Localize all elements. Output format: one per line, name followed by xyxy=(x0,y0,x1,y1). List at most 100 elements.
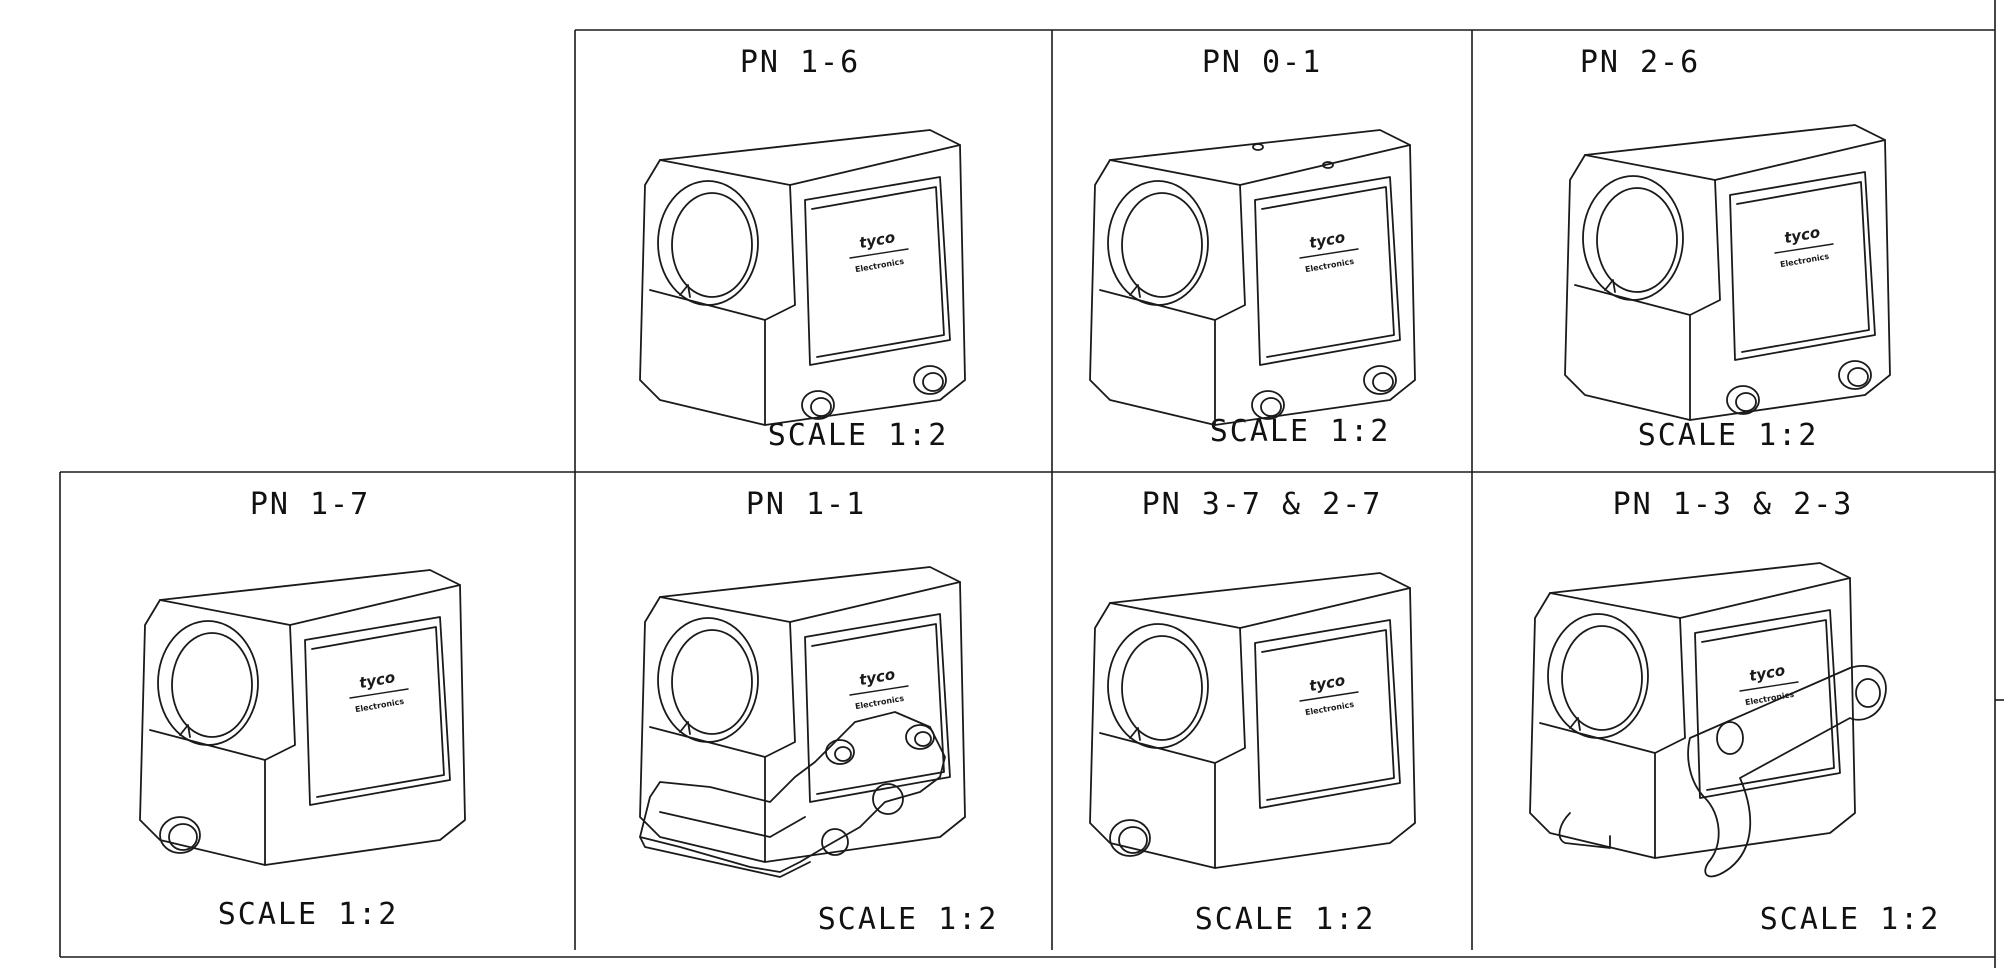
view-label-pn-1-3-2-3: PN 1-3 & 2-3 xyxy=(1612,487,1854,522)
view-label-pn-2-6: PN 2-6 xyxy=(1579,45,1701,80)
housing-front-edge xyxy=(1654,617,1686,859)
cable-entry-mark xyxy=(679,721,691,735)
brand-logo-subtext: Electronics xyxy=(854,694,905,712)
side-label-panel-inner xyxy=(1261,629,1395,801)
cable-entry-inner xyxy=(1121,635,1203,741)
housing-top-edge xyxy=(659,144,961,186)
latch-stud-front-inner xyxy=(810,397,832,417)
brand-logo-rule xyxy=(1739,681,1799,692)
side-label-panel-inner xyxy=(1261,186,1395,358)
side-label-panel-inner xyxy=(311,626,445,798)
housing-front-edge xyxy=(764,621,796,863)
bracket-pin-right-inner xyxy=(914,731,932,747)
top-hole-1 xyxy=(1252,143,1264,151)
housing-body-outline xyxy=(1564,124,1891,421)
side-label-panel-inner xyxy=(811,186,945,358)
latch-stud-front-outer xyxy=(1726,385,1760,415)
top-hole-2 xyxy=(1322,161,1334,169)
side-label-panel xyxy=(1729,171,1876,361)
latch-stud-front-outer xyxy=(1251,390,1285,420)
housing-body-outline xyxy=(1089,129,1416,426)
housing-front-edge xyxy=(1689,179,1721,421)
bracket-eye xyxy=(821,828,849,856)
latch-stud-rear-inner xyxy=(1847,367,1869,387)
brand-logo-text: tyco xyxy=(858,665,897,689)
cable-entry-inner xyxy=(1596,187,1678,293)
brand-logo-rule xyxy=(349,688,409,699)
brand-logo-text: tyco xyxy=(1783,223,1822,247)
bracket-pin-left-outer xyxy=(825,739,855,765)
cable-entry-outer xyxy=(157,620,259,746)
side-label-panel xyxy=(1694,609,1841,799)
brand-logo-subtext: Electronics xyxy=(1744,690,1795,708)
housing-front-edge xyxy=(264,624,296,866)
brand-logo-text: tyco xyxy=(1308,228,1347,252)
cable-entry-outer xyxy=(657,617,759,743)
brand-logo-rule xyxy=(1299,248,1359,259)
brand-logo-text: tyco xyxy=(1308,671,1347,695)
lever-foot xyxy=(1558,812,1611,849)
cable-entry-outer xyxy=(1582,175,1684,301)
view-label-pn-3-7-2-7: PN 3-7 & 2-7 xyxy=(1141,487,1383,522)
cable-entry-inner xyxy=(171,632,253,738)
cable-entry-outer xyxy=(1107,180,1209,306)
view-label-pn-1-1: PN 1-1 xyxy=(745,487,867,522)
view-label-pn-1-6: PN 1-6 xyxy=(739,45,861,80)
cable-entry-inner xyxy=(671,192,753,298)
housing-front-edge xyxy=(1214,627,1246,869)
housing-front-edge xyxy=(1214,184,1246,426)
housing-body-outline xyxy=(639,129,966,426)
cable-entry-mark xyxy=(179,724,191,738)
housing-body-outline xyxy=(139,569,466,866)
latch-stud-rear-inner xyxy=(1372,372,1394,392)
cable-entry-mark xyxy=(679,284,691,298)
side-label-panel xyxy=(804,613,951,803)
cable-entry-mark xyxy=(1569,717,1581,731)
cable-entry-outer xyxy=(1107,623,1209,749)
scale-label-pn-3-7-2-7: SCALE 1:2 xyxy=(1194,902,1376,937)
latch-stud-inner xyxy=(168,823,198,851)
bracket-hook xyxy=(872,783,904,815)
latch-stud-inner xyxy=(1118,826,1148,854)
latch-stud-outer xyxy=(1109,819,1151,857)
brand-logo-subtext: Electronics xyxy=(1779,252,1830,270)
locking-bracket-base xyxy=(639,836,811,878)
latch-stud-front-inner xyxy=(1260,397,1282,417)
housing-front-edge xyxy=(764,184,796,426)
side-label-panel xyxy=(1254,619,1401,809)
scale-label-pn-1-1: SCALE 1:2 xyxy=(817,902,999,937)
latch-stud-front-inner xyxy=(1735,392,1757,412)
side-label-panel xyxy=(1254,176,1401,366)
lever-pivot-rear xyxy=(1855,678,1881,708)
cable-entry-inner xyxy=(671,629,753,735)
cable-entry-outer xyxy=(657,180,759,306)
side-label-panel xyxy=(304,616,451,806)
housing-top-edge xyxy=(1109,144,1411,186)
latch-stud-rear-inner xyxy=(922,372,944,392)
brand-logo-subtext: Electronics xyxy=(1304,700,1355,718)
side-label-panel-inner xyxy=(1736,181,1870,353)
bracket-pin-left-inner xyxy=(834,746,852,762)
scale-label-pn-1-6: SCALE 1:2 xyxy=(767,418,949,453)
scale-label-pn-1-3-2-3: SCALE 1:2 xyxy=(1759,902,1941,937)
side-label-panel-inner xyxy=(811,623,945,795)
housing-top-edge xyxy=(659,581,961,623)
cable-entry-mark xyxy=(1604,279,1616,293)
cable-entry-mark xyxy=(1129,284,1141,298)
brand-logo-subtext: Electronics xyxy=(1304,257,1355,275)
housing-body-outline xyxy=(1089,572,1416,869)
brand-logo-text: tyco xyxy=(1748,661,1787,685)
scale-label-pn-1-7: SCALE 1:2 xyxy=(217,897,399,932)
cable-entry-inner xyxy=(1121,192,1203,298)
cable-entry-mark xyxy=(1129,727,1141,741)
housing-body-outline xyxy=(1529,562,1856,859)
view-label-pn-1-7: PN 1-7 xyxy=(249,487,371,522)
latch-stud-rear-outer xyxy=(1838,360,1872,390)
brand-logo-text: tyco xyxy=(358,668,397,692)
brand-logo-rule xyxy=(1774,243,1834,254)
housing-top-edge xyxy=(159,584,461,626)
brand-logo-text: tyco xyxy=(858,228,897,252)
